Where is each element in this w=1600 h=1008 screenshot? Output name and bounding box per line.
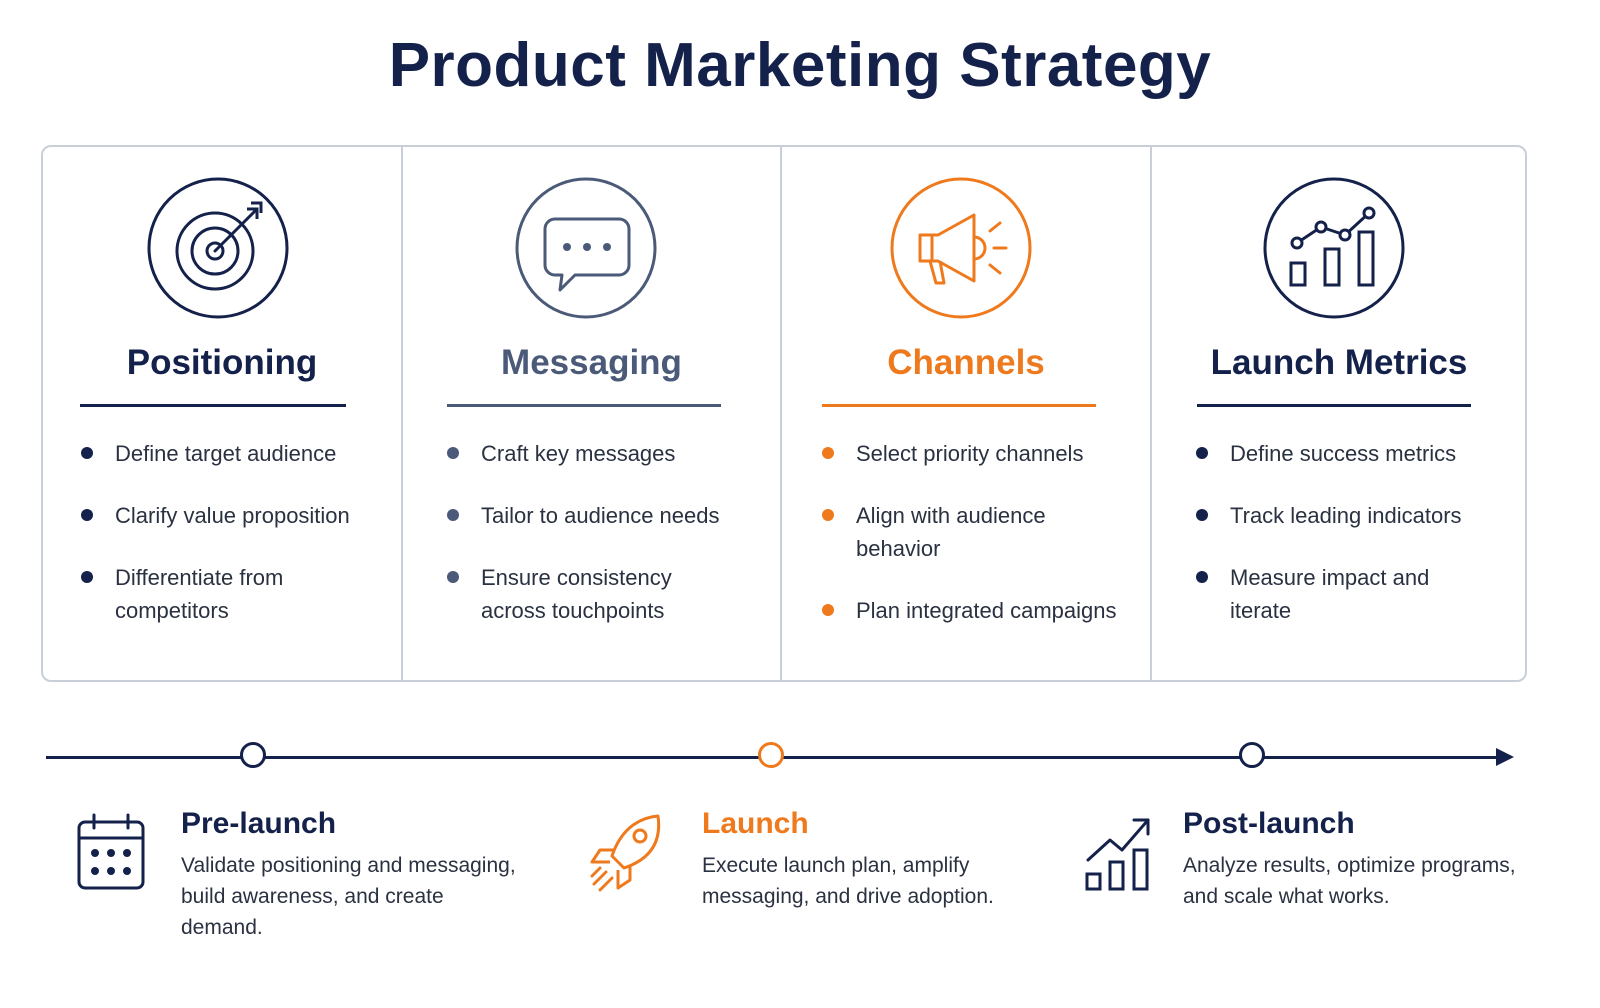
phase-description: Validate positioning and messaging, buil… xyxy=(181,854,516,939)
rocket-icon xyxy=(588,810,668,899)
list-item: Define target audience xyxy=(81,437,381,470)
column-divider xyxy=(780,146,782,681)
bullet-dot-icon xyxy=(81,509,93,521)
bullet-dot-icon xyxy=(822,447,834,459)
bullet-dot-icon xyxy=(822,604,834,616)
phase-title: Post-launch xyxy=(1183,807,1355,840)
bullet-list: Select priority channels Align with audi… xyxy=(822,437,1142,656)
phase-description: Execute launch plan, amplify messaging, … xyxy=(702,854,994,908)
column-messaging: Messaging Craft key messages Tailor to a… xyxy=(403,145,780,682)
list-item: Tailor to audience needs xyxy=(447,499,757,532)
column-underline xyxy=(80,404,346,407)
list-item: Clarify value proposition xyxy=(81,499,381,532)
list-item: Select priority channels xyxy=(822,437,1142,470)
bullet-dot-icon xyxy=(81,571,93,583)
column-title: Messaging xyxy=(501,343,682,382)
column-underline xyxy=(447,404,721,407)
bullet-list: Craft key messages Tailor to audience ne… xyxy=(447,437,757,656)
column-divider xyxy=(1150,146,1152,681)
column-launch-metrics: Launch Metrics Define success metrics Tr… xyxy=(1152,145,1526,682)
list-item: Measure impact and iterate xyxy=(1196,561,1430,627)
growth-chart-icon xyxy=(1084,814,1154,897)
bullet-dot-icon xyxy=(447,447,459,459)
list-item: Differentiate from competitors xyxy=(81,561,325,627)
bullet-dot-icon xyxy=(1196,509,1208,521)
bullet-dot-icon xyxy=(1196,571,1208,583)
bullet-dot-icon xyxy=(447,571,459,583)
column-divider xyxy=(401,146,403,681)
speech-bubble-icon xyxy=(515,177,657,319)
column-underline xyxy=(822,404,1096,407)
bullet-dot-icon xyxy=(81,447,93,459)
column-title: Channels xyxy=(887,343,1045,382)
list-item: Define success metrics xyxy=(1196,437,1516,470)
column-positioning: Positioning Define target audience Clari… xyxy=(42,145,402,682)
phase-title: Pre-launch xyxy=(181,807,337,840)
bullet-dot-icon xyxy=(822,509,834,521)
bullet-list: Define success metrics Track leading ind… xyxy=(1196,437,1516,656)
list-item: Plan integrated campaigns xyxy=(822,594,1142,627)
bullet-dot-icon xyxy=(447,509,459,521)
bullet-dot-icon xyxy=(1196,447,1208,459)
phase-description: Analyze results, optimize programs, and … xyxy=(1183,854,1516,908)
column-channels: Channels Select priority channels Align … xyxy=(782,145,1150,682)
timeline-node xyxy=(758,742,784,768)
page-title: Product Marketing Strategy xyxy=(388,31,1212,100)
list-item: Craft key messages xyxy=(447,437,757,470)
column-title: Launch Metrics xyxy=(1210,343,1468,382)
bullet-list: Define target audience Clarify value pro… xyxy=(81,437,381,656)
bar-chart-trend-icon xyxy=(1263,177,1405,319)
strategy-panel xyxy=(41,145,1527,682)
target-arrow-icon xyxy=(147,177,289,319)
list-item: Ensure consistency across touchpoints xyxy=(447,561,701,627)
timeline-arrow-icon xyxy=(1496,748,1514,766)
list-item: Align with audience behavior xyxy=(822,499,1076,565)
timeline-node xyxy=(1239,742,1265,768)
timeline-node xyxy=(240,742,266,768)
calendar-icon xyxy=(76,812,146,897)
phase-title: Launch xyxy=(702,807,809,840)
column-title: Positioning xyxy=(126,343,318,382)
column-underline xyxy=(1197,404,1471,407)
list-item: Track leading indicators xyxy=(1196,499,1516,532)
megaphone-icon xyxy=(890,177,1032,319)
